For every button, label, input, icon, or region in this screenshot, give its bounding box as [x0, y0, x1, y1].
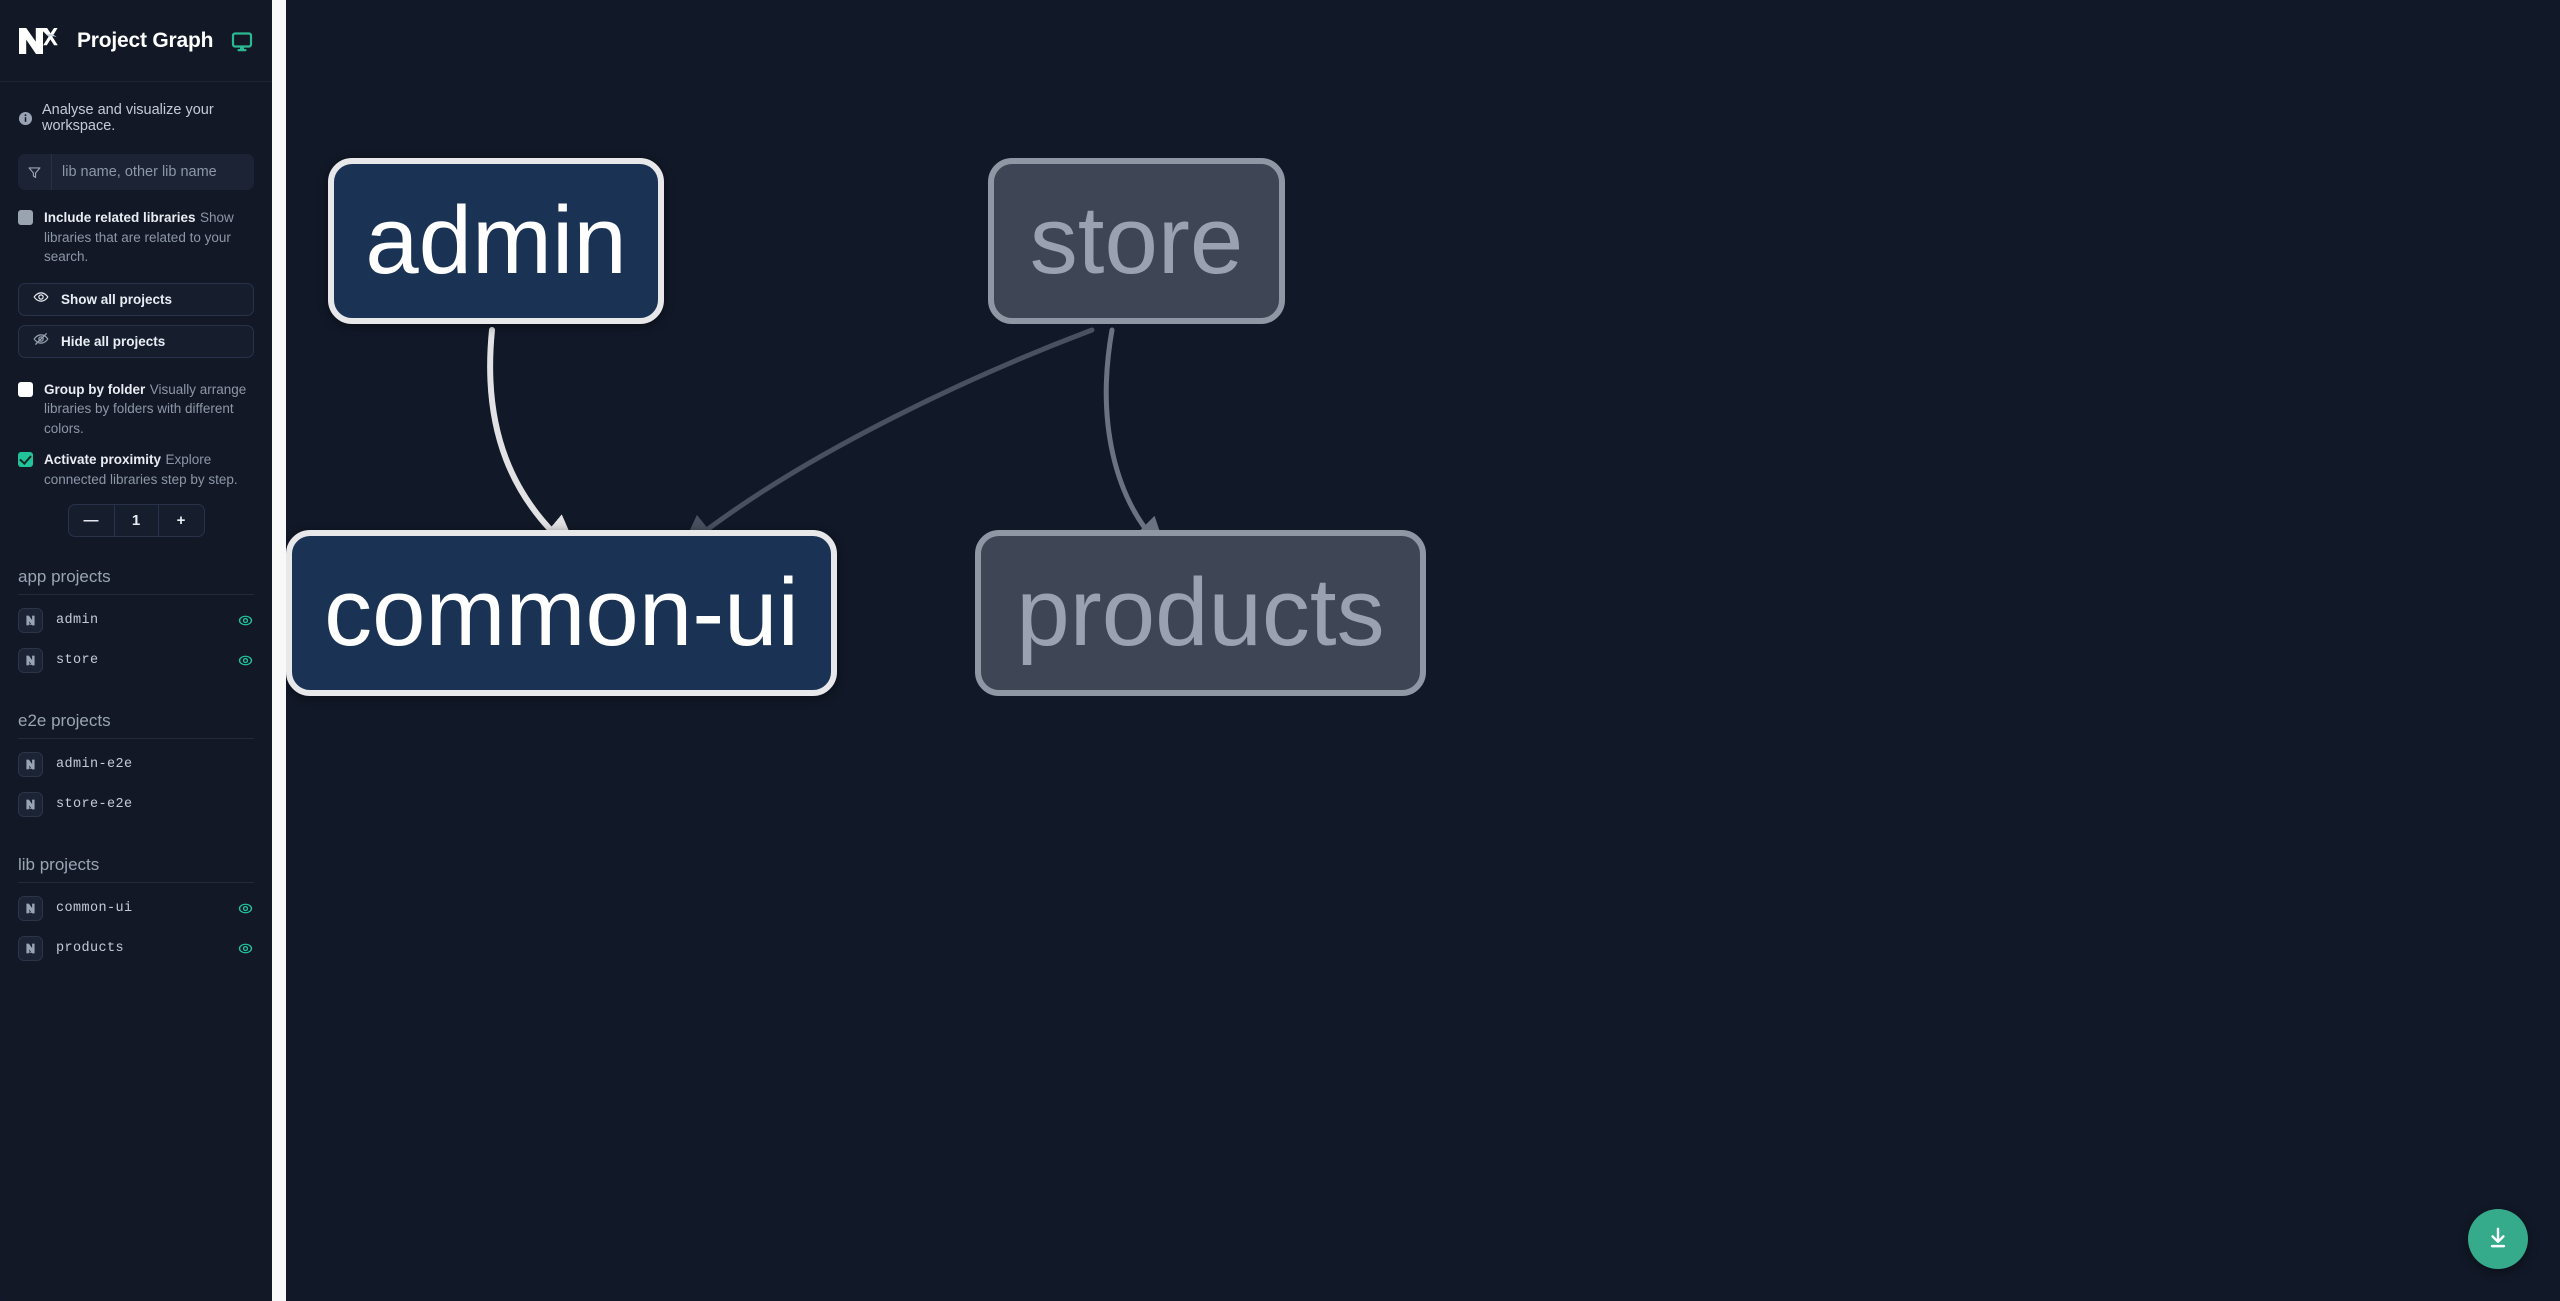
project-row-store-e2e[interactable]: store-e2e: [18, 785, 254, 825]
search-box[interactable]: [18, 154, 254, 190]
sidebar-resize-divider[interactable]: [272, 0, 286, 1301]
option-description: Visually arrange libraries by folders wi…: [44, 381, 247, 436]
nx-project-icon: [18, 936, 43, 961]
tagline-text: Analyse and visualize your workspace.: [42, 102, 214, 134]
sidebar-header: Project Graph: [0, 0, 272, 82]
eye-icon: [33, 289, 49, 310]
eye-off-icon: [33, 331, 49, 352]
app-title: Project Graph: [77, 28, 214, 52]
edge-store-to-common-ui: [680, 327, 1095, 551]
tagline: Analyse and visualize your workspace.: [0, 82, 272, 140]
nx-project-icon: [18, 792, 43, 817]
filter-funnel-icon: [18, 154, 52, 190]
project-row-admin-e2e[interactable]: admin-e2e: [18, 745, 254, 785]
search-input[interactable]: [52, 154, 254, 190]
nx-project-icon: [18, 608, 43, 633]
project-list[interactable]: app projects admin: [0, 537, 272, 1301]
group-title-e2e-projects: e2e projects: [18, 681, 254, 739]
option-group-by-folder[interactable]: Group by folder Visually arrange librari…: [0, 358, 272, 439]
project-row-common-ui[interactable]: common-ui: [18, 889, 254, 929]
project-row-products[interactable]: products: [18, 929, 254, 969]
option-title: Activate proximity: [44, 452, 162, 468]
include-related-libraries-checkbox[interactable]: [18, 210, 33, 225]
option-include-related-libraries[interactable]: Include related libraries Show libraries…: [0, 190, 272, 267]
option-title: Include related libraries: [44, 210, 196, 225]
project-name: store-e2e: [56, 797, 133, 812]
hide-all-projects-label: Hide all projects: [61, 333, 166, 349]
eye-icon[interactable]: [237, 940, 254, 957]
edge-store-to-products: [1103, 327, 1167, 553]
graph-node-label: products: [1016, 559, 1385, 666]
eye-icon[interactable]: [237, 900, 254, 917]
nx-project-icon: [18, 752, 43, 777]
edge-admin-to-common-ui: [487, 327, 581, 558]
hide-all-projects-button[interactable]: Hide all projects: [18, 324, 254, 358]
graph-node-common-ui[interactable]: common-ui: [286, 530, 837, 696]
option-description: Explore connected libraries step by step…: [44, 452, 238, 487]
option-activate-proximity[interactable]: Activate proximity Explore connected lib…: [0, 438, 272, 489]
group-title-lib-projects: lib projects: [18, 825, 254, 883]
project-name: store: [56, 653, 99, 668]
option-title: Group by folder: [44, 381, 146, 397]
search-section: [0, 140, 272, 190]
group-by-folder-checkbox[interactable]: [18, 381, 33, 397]
proximity-increment-button[interactable]: +: [176, 511, 186, 529]
show-all-projects-label: Show all projects: [61, 291, 173, 307]
eye-icon[interactable]: [237, 612, 254, 629]
nx-project-icon: [18, 648, 43, 673]
nx-logo-icon: [18, 24, 58, 58]
eye-icon[interactable]: [237, 652, 254, 669]
graph-canvas[interactable]: admin store common-ui products: [286, 0, 2560, 1301]
activate-proximity-checkbox[interactable]: [18, 452, 33, 468]
nx-project-icon: [18, 896, 43, 921]
project-name: common-ui: [56, 901, 133, 916]
graph-node-store[interactable]: store: [988, 158, 1285, 324]
proximity-decrement-button[interactable]: —: [83, 511, 99, 529]
graph-node-label: store: [1029, 187, 1244, 294]
project-name: products: [56, 941, 125, 956]
show-all-projects-button[interactable]: Show all projects: [18, 282, 254, 316]
option-description: Show libraries that are related to your …: [44, 210, 234, 265]
project-row-store[interactable]: store: [18, 641, 254, 681]
graph-node-admin[interactable]: admin: [328, 158, 664, 324]
project-row-admin[interactable]: admin: [18, 601, 254, 641]
download-icon: [2485, 1225, 2511, 1254]
group-title-app-projects: app projects: [18, 537, 254, 595]
monitor-icon[interactable]: [231, 30, 253, 52]
info-icon: [18, 111, 33, 126]
proximity-stepper: — 1 +: [0, 490, 272, 537]
project-name: admin: [56, 613, 99, 628]
graph-node-products[interactable]: products: [975, 530, 1426, 696]
graph-node-label: common-ui: [324, 559, 799, 666]
graph-node-label: admin: [365, 187, 627, 294]
visibility-buttons: Show all projects Hide all projects: [0, 267, 272, 358]
download-graph-button[interactable]: [2468, 1209, 2528, 1269]
proximity-value: 1: [113, 504, 159, 536]
sidebar: Project Graph Analyse and visualize your…: [0, 0, 272, 1301]
project-name: admin-e2e: [56, 757, 133, 772]
